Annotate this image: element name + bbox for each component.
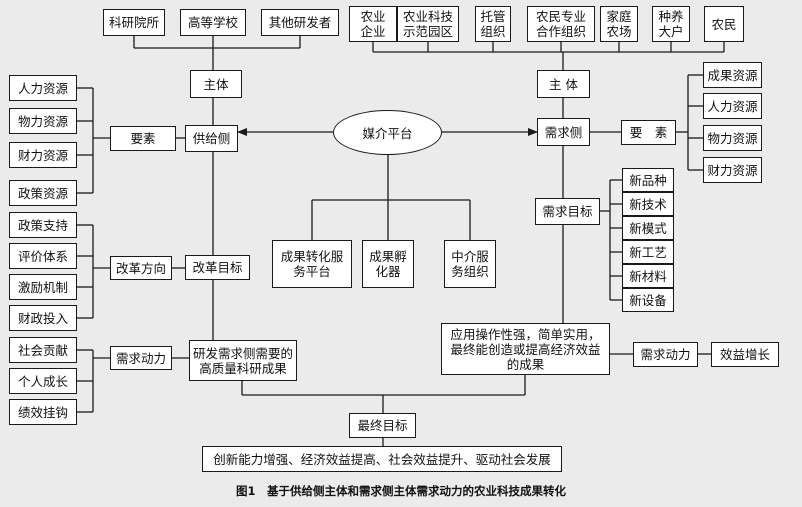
demand-factor-achievements: 成果资源 (703, 62, 762, 88)
driver-personal-growth: 个人成长 (9, 368, 77, 394)
goal-new-process: 新工艺 (622, 240, 674, 264)
demand-subject-cooperative: 农民专业 合作组织 (527, 6, 595, 42)
supply-subject-other-developers: 其他研发者 (261, 9, 339, 36)
reform-item-incentive: 激励机制 (9, 274, 77, 300)
goal-new-material: 新材料 (622, 264, 674, 288)
figure-caption: 图1 基于供给侧主体和需求侧主体需求动力的农业科技成果转化 (236, 484, 566, 498)
platform-transfer-service: 成果转化服 务平台 (272, 240, 352, 288)
supply-reform-goal: 改革目标 (185, 255, 250, 280)
supply-subject-university: 高等学校 (180, 9, 246, 36)
demand-output: 应用操作性强，简单实用， 最终能创造或提高经济效益 的成果 (441, 323, 610, 375)
supply-side-box: 供给侧 (185, 125, 238, 152)
supply-reform-direction: 改革方向 (110, 256, 172, 280)
goal-new-equipment: 新设备 (622, 288, 674, 312)
demand-factor-material: 物力资源 (703, 125, 762, 151)
demand-side-box: 需求侧 (537, 118, 590, 146)
demand-subject-agri-enterprise: 农业 企业 (349, 6, 397, 42)
platform-incubator: 成果孵 化器 (362, 240, 414, 288)
final-goal-text: 创新能力增强、经济效益提高、社会效益提升、驱动社会发展 (202, 446, 562, 472)
supply-subject-research-institute: 科研院所 (103, 9, 165, 36)
goal-new-technology: 新技术 (622, 192, 674, 216)
demand-factor-financial: 财力资源 (703, 157, 762, 183)
goal-new-variety: 新品种 (622, 168, 674, 192)
reform-item-finance: 财政投入 (9, 305, 77, 331)
demand-benefit-growth: 效益增长 (711, 342, 779, 367)
platform-intermediary: 中介服 务组织 (444, 240, 496, 288)
supply-driver-label: 需求动力 (110, 346, 172, 370)
reform-item-evaluation: 评价体系 (9, 243, 77, 269)
driver-social-contribution: 社会贡献 (9, 337, 77, 363)
final-goal-label: 最终目标 (349, 413, 416, 438)
supply-factor-human: 人力资源 (9, 75, 77, 101)
supply-factor-policy: 政策资源 (9, 180, 77, 206)
driver-performance-link: 绩效挂钩 (9, 399, 77, 425)
demand-factor-human: 人力资源 (703, 93, 762, 119)
demand-subject-large-grower: 种养 大户 (652, 6, 690, 42)
supply-factor-material: 物力资源 (9, 108, 77, 134)
supply-factor-label: 要素 (110, 126, 176, 151)
supply-subject-label: 主体 (190, 70, 242, 98)
demand-goal-label: 需求目标 (535, 198, 600, 225)
demand-subject-demo-park: 农业科技 示范园区 (397, 6, 459, 42)
goal-new-model: 新模式 (622, 216, 674, 240)
demand-subject-family-farm: 家庭 农场 (600, 6, 638, 42)
demand-driver-label: 需求动力 (633, 342, 698, 367)
platform-ellipse: 媒介平台 (333, 110, 442, 155)
supply-output: 研发需求侧需要的 高质量科研成果 (189, 340, 297, 381)
reform-item-policy-support: 政策支持 (9, 212, 77, 238)
demand-subject-label: 主 体 (537, 70, 590, 98)
demand-factor-label: 要 素 (621, 120, 676, 145)
demand-subject-farmer: 农民 (704, 6, 744, 42)
demand-subject-custody-org: 托管 组织 (475, 6, 511, 42)
supply-factor-financial: 财力资源 (9, 142, 77, 168)
